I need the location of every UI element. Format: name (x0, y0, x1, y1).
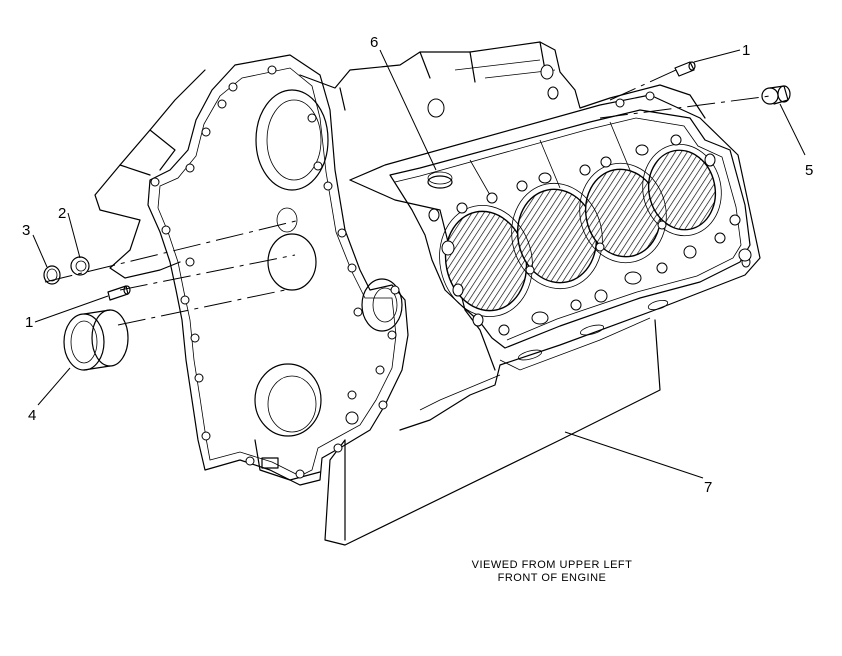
part-6-plug (427, 171, 453, 189)
caption-line-2: FRONT OF ENGINE (498, 572, 607, 584)
callout-6: 6 (370, 34, 378, 51)
callout-5: 5 (805, 162, 813, 179)
part-3-seal-ring (43, 265, 61, 285)
part-1-dowel-pin-right (674, 61, 696, 77)
part-4-front-seal (63, 309, 129, 371)
callout-4: 4 (28, 407, 36, 424)
callout-3: 3 (22, 222, 30, 239)
callout-1-left: 1 (25, 314, 33, 331)
part-2-plug (70, 256, 90, 276)
centerlines (44, 69, 771, 326)
part-1-dowel-pin-left (107, 285, 131, 301)
callout-2: 2 (58, 205, 66, 222)
callout-labels: 1 1 2 3 4 5 6 7 (22, 34, 813, 496)
view-caption: VIEWED FROM UPPER LEFT FRONT OF ENGINE (472, 559, 633, 584)
part-5-cup-plug (761, 85, 791, 105)
caption-line-1: VIEWED FROM UPPER LEFT (472, 559, 633, 571)
engine-block (94, 41, 761, 546)
leader-lines (32, 49, 806, 479)
callout-1-right: 1 (742, 42, 750, 59)
callout-7: 7 (704, 479, 712, 496)
